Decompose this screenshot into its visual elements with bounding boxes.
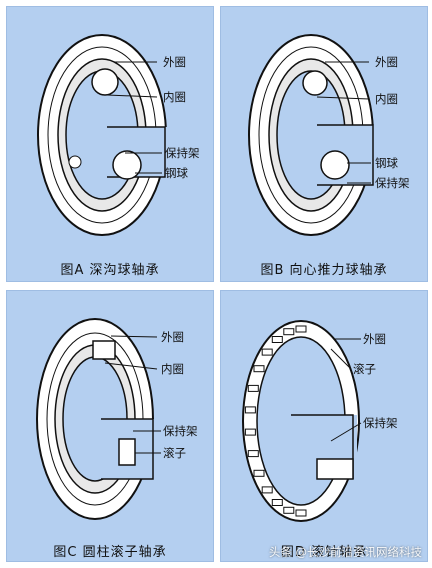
caption-a: 图A 深沟球轴承 bbox=[60, 263, 160, 278]
label-outer-ring: 外圈 bbox=[163, 55, 186, 69]
caption-c: 图C 圆柱滚子轴承 bbox=[53, 545, 167, 560]
label-outer-ring: 外圈 bbox=[363, 332, 386, 346]
needle-roller bbox=[283, 506, 295, 514]
label-cage: 保持架 bbox=[165, 146, 200, 160]
needle-roller bbox=[271, 336, 283, 343]
needle-roller bbox=[295, 509, 307, 517]
needle-roller bbox=[253, 365, 265, 373]
needle-roller bbox=[261, 486, 273, 494]
label-steel-ball: 钢球 bbox=[375, 156, 398, 170]
label-inner-ring: 内圈 bbox=[163, 90, 186, 104]
needle-roller bbox=[261, 348, 273, 356]
needle-roller bbox=[283, 328, 295, 336]
panel-deep-groove-ball-bearing: 外圈 内圈 保持架 钢球 图A 深沟球轴承 bbox=[6, 6, 214, 282]
bearing-b-drawing: 外圈 内圈 钢球 保持架 bbox=[248, 34, 410, 236]
bearing-c-drawing: 外圈 内圈 保持架 滚子 bbox=[36, 318, 198, 520]
needle-roller bbox=[253, 469, 265, 477]
panel-angular-contact-ball-bearing: 外圈 内圈 钢球 保持架 图B 向心推力球轴承 bbox=[220, 6, 428, 282]
caption-d: 图D 滚针轴承 bbox=[280, 545, 368, 560]
caption-b: 图B 向心推力球轴承 bbox=[260, 263, 388, 278]
label-steel-ball: 钢球 bbox=[165, 166, 188, 180]
panel-cylindrical-roller-bearing: 外圈 内圈 保持架 滚子 图C 圆柱滚子轴承 bbox=[6, 290, 214, 562]
bearing-a-drawing: 外圈 内圈 保持架 钢球 bbox=[37, 34, 200, 236]
label-inner-ring: 内圈 bbox=[375, 92, 398, 106]
needle-roller bbox=[244, 406, 256, 414]
label-roller: 滚子 bbox=[353, 362, 376, 376]
needle-roller bbox=[244, 428, 256, 436]
label-cage: 保持架 bbox=[163, 424, 198, 438]
watermark: 头条 @长沙前沿资讯网络科技 bbox=[268, 545, 422, 559]
label-inner-ring: 内圈 bbox=[161, 362, 184, 376]
label-roller: 滚子 bbox=[163, 446, 186, 460]
needle-roller bbox=[271, 499, 283, 506]
needle-roller bbox=[247, 450, 259, 458]
needle-roller bbox=[295, 325, 307, 333]
label-cage: 保持架 bbox=[375, 176, 410, 190]
label-cage: 保持架 bbox=[363, 416, 398, 430]
label-outer-ring: 外圈 bbox=[161, 330, 184, 344]
needle-rollers bbox=[244, 325, 307, 517]
panel-needle-roller-bearing: 外圈 滚子 保持架 图D 滚针轴承 bbox=[220, 290, 428, 562]
needle-roller bbox=[247, 384, 259, 392]
label-outer-ring: 外圈 bbox=[375, 55, 398, 69]
bearing-d-drawing: 外圈 滚子 保持架 bbox=[242, 320, 398, 522]
